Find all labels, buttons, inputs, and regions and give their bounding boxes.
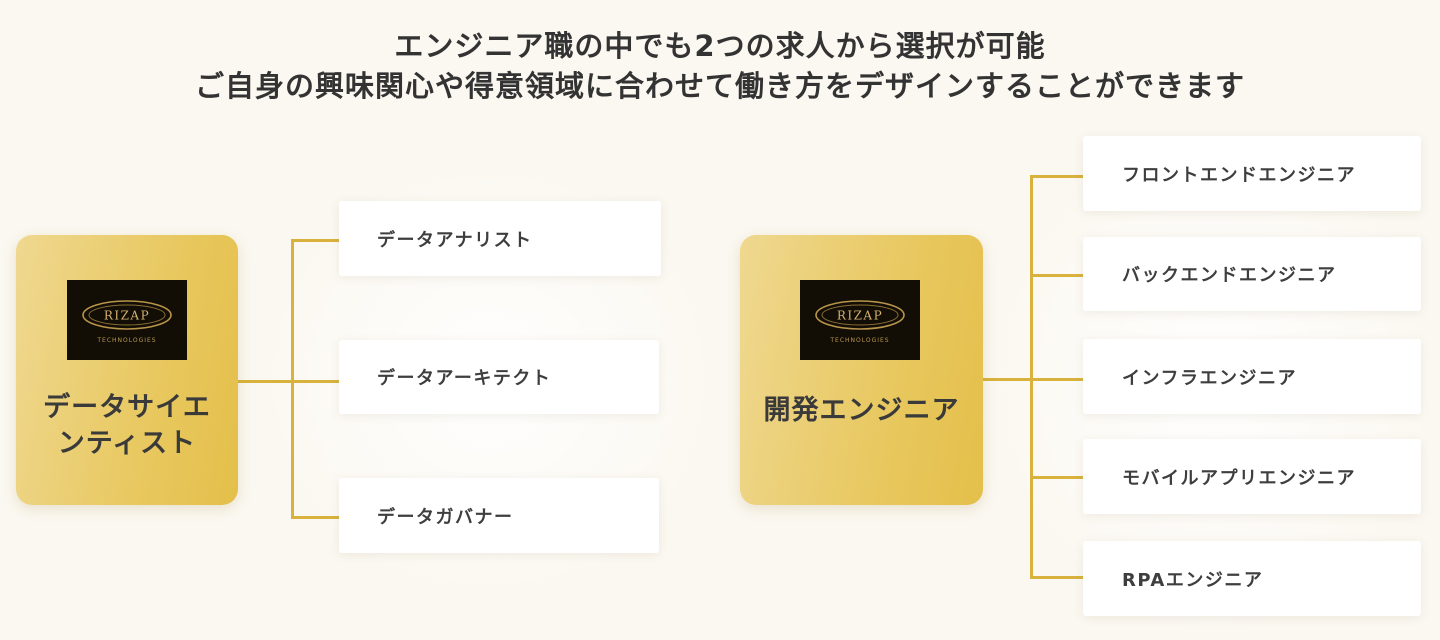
connector-left-trunk bbox=[291, 239, 294, 519]
main-card-data-scientist[interactable]: RIZAP TECHNOLOGIES データサイエ ンティスト bbox=[16, 235, 238, 505]
role-rpa-engineer[interactable]: RPAエンジニア bbox=[1083, 541, 1421, 616]
main-card-dev-engineer[interactable]: RIZAP TECHNOLOGIES 開発エンジニア bbox=[740, 235, 983, 505]
rizap-logo: RIZAP TECHNOLOGIES bbox=[67, 280, 187, 360]
rizap-logo-icon: RIZAP bbox=[815, 299, 905, 330]
role-data-analyst[interactable]: データアナリスト bbox=[339, 201, 661, 276]
connector-right-stem bbox=[982, 378, 1033, 381]
role-label: データガバナー bbox=[377, 506, 514, 528]
logo-wordmark: RIZAP bbox=[837, 308, 883, 322]
connector-left-branch-1 bbox=[291, 239, 340, 242]
role-label: バックエンドエンジニア bbox=[1122, 265, 1337, 286]
headline-line-2: ご自身の興味関心や得意領域に合わせて働き方をデザインすることができます bbox=[194, 69, 1245, 103]
connector-left-branch-3 bbox=[291, 516, 340, 519]
logo-subtitle: TECHNOLOGIES bbox=[830, 336, 890, 344]
connector-left-stem bbox=[238, 380, 293, 383]
logo-subtitle: TECHNOLOGIES bbox=[97, 336, 157, 344]
role-data-architect[interactable]: データアーキテクト bbox=[339, 340, 659, 414]
connector-right-branch-1 bbox=[1030, 175, 1083, 178]
role-backend-engineer[interactable]: バックエンドエンジニア bbox=[1083, 237, 1421, 311]
main-label-line-2: ンティスト bbox=[57, 428, 197, 459]
logo-wordmark: RIZAP bbox=[104, 308, 150, 322]
headline-line-1: エンジニア職の中でも2つの求人から選択が可能 bbox=[394, 29, 1046, 63]
role-frontend-engineer[interactable]: フロントエンドエンジニア bbox=[1083, 136, 1421, 211]
connector-right-branch-2 bbox=[1030, 274, 1083, 277]
role-label: RPAエンジニア bbox=[1122, 569, 1264, 591]
headline: エンジニア職の中でも2つの求人から選択が可能 ご自身の興味関心や得意領域に合わせ… bbox=[0, 26, 1440, 106]
main-label-line-1: データサイエ bbox=[43, 392, 211, 423]
role-label: モバイルアプリエンジニア bbox=[1122, 467, 1356, 489]
role-infra-engineer[interactable]: インフラエンジニア bbox=[1083, 339, 1421, 414]
connector-left-branch-2 bbox=[291, 380, 340, 383]
connector-right-branch-4 bbox=[1030, 476, 1083, 479]
role-label: データアーキテクト bbox=[377, 368, 552, 389]
connector-right-branch-3 bbox=[1030, 378, 1083, 381]
main-label-dev-engineer: 開発エンジニア bbox=[763, 395, 960, 426]
role-data-governor[interactable]: データガバナー bbox=[339, 478, 659, 553]
main-label-data-scientist: データサイエ ンティスト bbox=[16, 390, 238, 462]
rizap-logo-icon: RIZAP bbox=[82, 299, 172, 330]
rizap-logo: RIZAP TECHNOLOGIES bbox=[800, 280, 920, 360]
role-label: フロントエンドエンジニア bbox=[1122, 164, 1356, 186]
role-mobile-app-engineer[interactable]: モバイルアプリエンジニア bbox=[1083, 439, 1421, 514]
role-label: データアナリスト bbox=[377, 229, 533, 251]
role-label: インフラエンジニア bbox=[1122, 367, 1297, 389]
connector-right-trunk bbox=[1030, 175, 1033, 579]
connector-right-branch-5 bbox=[1030, 576, 1083, 579]
